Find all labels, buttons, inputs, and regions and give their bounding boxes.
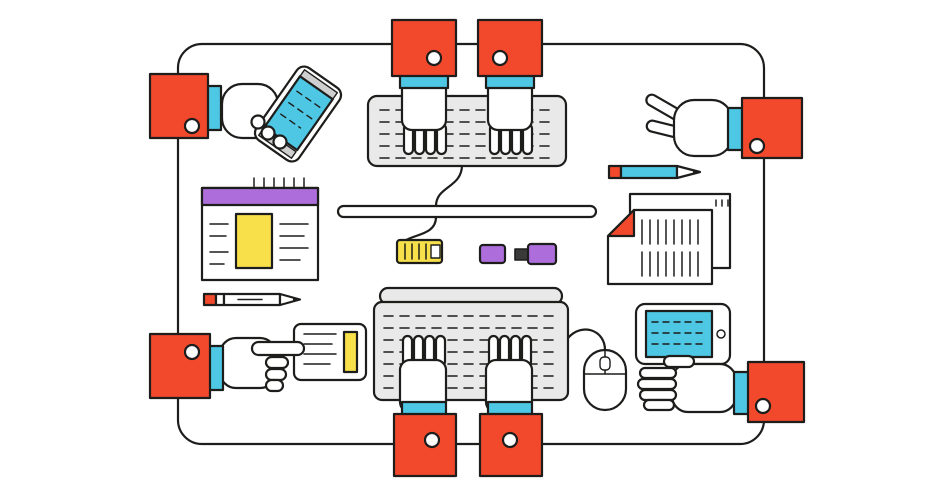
- palm: [672, 98, 734, 158]
- sleeve: [478, 412, 544, 478]
- hand-holding-tablet: [634, 302, 806, 424]
- fingertip: [260, 125, 276, 141]
- hands-typing-on-laptop: [372, 286, 607, 478]
- computer-mouse: [582, 348, 628, 412]
- calculator-button: [342, 330, 359, 374]
- finger: [636, 377, 678, 391]
- cuff: [726, 106, 745, 152]
- fingertip: [272, 134, 288, 150]
- sleeve: [148, 332, 212, 400]
- usb-flash-drives: [478, 242, 558, 266]
- cuff: [732, 370, 751, 416]
- tablet-screen-lines: [651, 321, 707, 345]
- keyboard: [366, 94, 568, 168]
- sleeve: [476, 18, 544, 78]
- thumb: [662, 354, 696, 369]
- hand-holding-smartphone: [148, 65, 343, 163]
- calculator-lines: [303, 333, 337, 365]
- pencil-tip: [675, 164, 702, 180]
- typing-hand-left: [398, 334, 448, 414]
- keyboard-cable: [434, 163, 464, 208]
- pencil-eraser: [607, 164, 623, 180]
- calendar-highlight: [234, 212, 274, 270]
- sleeve-button: [754, 397, 772, 415]
- calendar-window: [200, 177, 320, 282]
- pencil-tip: [278, 292, 302, 307]
- pencil-white: [202, 292, 302, 307]
- pencil-ferrule: [214, 292, 226, 307]
- sleeve-button: [183, 117, 201, 135]
- calendar-header: [200, 186, 320, 207]
- shelf-bar: [336, 204, 598, 219]
- shelf-and-cables: [336, 163, 598, 265]
- mouse-cable: [566, 328, 607, 352]
- usb-connector: [514, 248, 529, 261]
- pencil-body: [619, 164, 679, 180]
- tablet-home-button: [716, 329, 726, 339]
- sleeve: [746, 360, 806, 424]
- pencil-eraser: [202, 292, 218, 307]
- sleeve-button: [491, 49, 509, 67]
- curled-finger: [264, 378, 285, 393]
- sleeve-button: [183, 343, 201, 361]
- ethernet-plug-icon: [395, 238, 444, 265]
- sleeve-button: [425, 49, 443, 67]
- usb-body: [526, 242, 558, 266]
- typing-hand-right: [484, 334, 534, 414]
- document-fold: [606, 208, 636, 238]
- typing-hand-left: [400, 78, 448, 156]
- typing-hand-right: [486, 78, 534, 156]
- documents-stack: [606, 192, 732, 286]
- finger: [642, 398, 676, 412]
- tablet-screen: [644, 309, 714, 359]
- pencil-point: [293, 297, 300, 302]
- calendar-entry-lines: [209, 223, 309, 265]
- index-finger: [250, 340, 306, 357]
- mouse-body: [582, 348, 628, 412]
- hand-pointing-at-calculator: [148, 322, 368, 400]
- sleeve-button: [748, 137, 766, 155]
- document-text-lines: [641, 219, 699, 277]
- hands-typing-on-keyboard: [366, 18, 568, 168]
- fingertip: [250, 114, 266, 130]
- pencil-point: [693, 169, 700, 175]
- phone-screen-lines: [280, 90, 321, 129]
- sleeve-button: [423, 431, 441, 449]
- usb-cap: [478, 243, 507, 265]
- pencil-cyan: [607, 164, 702, 180]
- mouse-scroll-wheel: [599, 356, 611, 371]
- curled-finger: [264, 355, 290, 370]
- sleeve-button: [501, 431, 519, 449]
- sleeve: [390, 18, 458, 78]
- curled-finger: [264, 367, 288, 382]
- finger: [638, 388, 678, 402]
- finger: [638, 366, 678, 380]
- palm: [670, 362, 738, 414]
- document-back-lines: [715, 199, 729, 207]
- hand-pinching-above-pencil: [645, 93, 804, 160]
- sleeve: [392, 412, 458, 478]
